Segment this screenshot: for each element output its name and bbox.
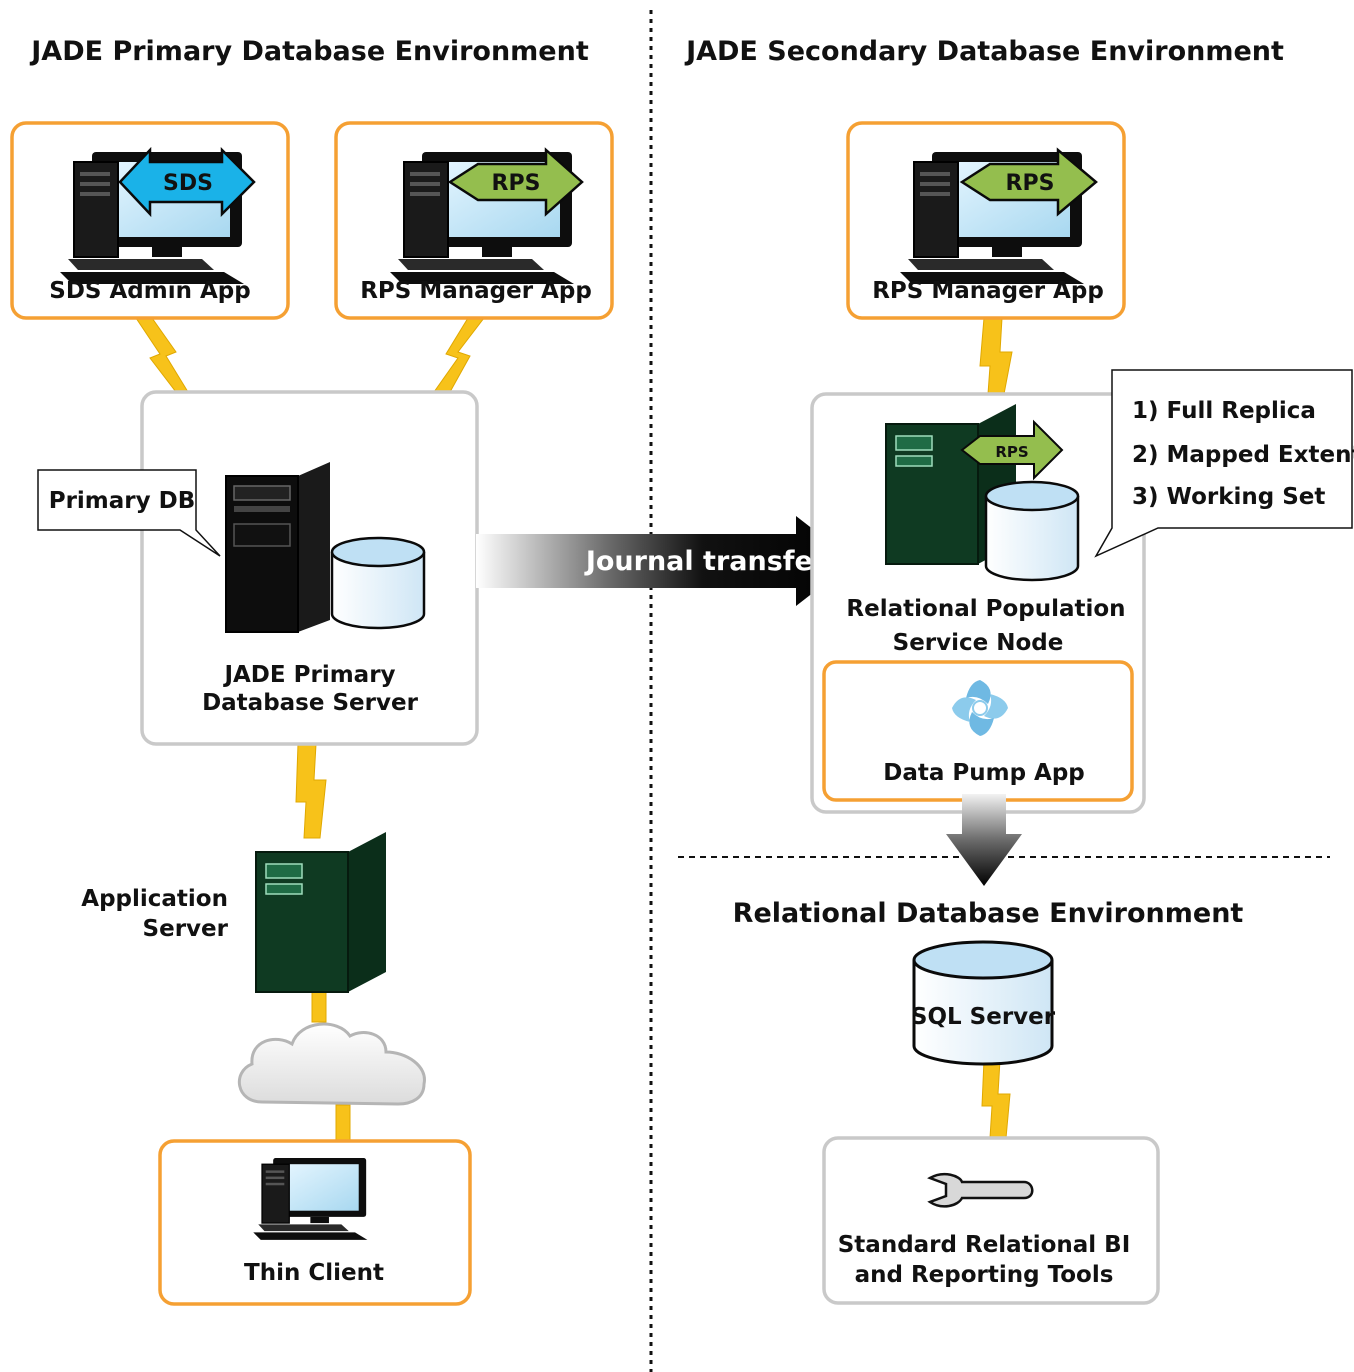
app-server-label-line2: Server [143,916,229,942]
bidirectional-arrow-icon [118,146,256,218]
sds-arrow-label: SDS [163,171,213,196]
journal-transfer-label: Journal transfer [584,546,827,577]
primary-database-server-box[interactable]: JADE Primary Database Server [140,390,479,746]
bi-tools-box[interactable]: Standard Relational BI and Reporting Too… [822,1136,1160,1305]
sql-server-cylinder[interactable]: SQL Server [911,940,1056,1066]
journal-transfer-arrow: Journal transfer [476,516,854,606]
database-cylinder-icon [330,536,426,630]
replica-modes-callout: 1) Full Replica 2) Mapped Extent 3) Work… [1094,369,1354,558]
rps-manager-app-secondary-box[interactable]: RPS RPS Manager App [846,121,1126,320]
bolt-rps-to-node [979,317,1013,395]
rps-arrow-label: RPS [492,171,541,196]
rps-manager-app-label: RPS Manager App [872,278,1104,304]
bi-tools-label-line1: Standard Relational BI [838,1232,1131,1258]
rps-node-label-line2: Service Node [893,630,1064,656]
application-server-icon [255,831,387,993]
rps-arrow-icon [447,147,584,217]
database-cylinder-icon [984,480,1080,582]
sql-server-label: SQL Server [911,1004,1056,1030]
rps-arrow-label: RPS [1006,171,1055,196]
rps-node-label-line1: Relational Population [846,596,1125,622]
wrench-icon [927,1172,1034,1208]
bolt-sds-to-primary [135,317,189,393]
data-pump-app-box[interactable]: Data Pump App [822,660,1134,802]
rps-arrow-icon [959,147,1098,217]
rps-manager-app-primary-box[interactable]: RPS RPS Manager App [334,121,614,320]
thin-client-label: Thin Client [244,1260,384,1286]
replica-mode-item: 2) Mapped Extent [1132,442,1354,468]
bolt-primary-to-appserver [295,743,327,839]
primary-server-label-line1: JADE Primary [222,662,395,688]
pump-swirl-icon [950,678,1010,738]
cloud-icon [237,1022,426,1106]
sds-admin-app-box[interactable]: SDS SDS Admin App [10,121,290,320]
bi-tools-label-line2: and Reporting Tools [855,1262,1114,1288]
sds-admin-app-label: SDS Admin App [49,278,250,304]
bolt-cloud-to-thinclient [335,1104,351,1143]
app-server-label-line1: Application [81,886,228,912]
primary-db-callout: Primary DB [37,469,221,557]
rps-arrow-icon [960,419,1064,481]
data-pump-app-label: Data Pump App [883,760,1085,786]
rps-node-box[interactable]: RPS Relational Population Service Node D… [810,392,1146,814]
primary-environment-heading: JADE Primary Database Environment [29,36,589,67]
data-pump-down-arrow [946,794,1022,886]
replica-mode-item: 3) Working Set [1132,484,1325,510]
relational-environment-heading: Relational Database Environment [733,898,1244,929]
replica-mode-item: 1) Full Replica [1132,398,1316,424]
thin-client-box[interactable]: Thin Client [158,1139,472,1306]
bolt-sql-to-bitools [981,1059,1011,1139]
primary-server-label-line2: Database Server [202,690,419,716]
secondary-environment-heading: JADE Secondary Database Environment [684,36,1284,67]
server-tower-icon [225,462,330,633]
bolt-rps-to-primary [433,317,486,393]
bolt-appserver-to-cloud [311,989,327,1023]
rps-manager-app-label: RPS Manager App [360,278,592,304]
rps-node-arrow-label: RPS [995,443,1028,461]
primary-db-callout-label: Primary DB [49,488,196,514]
